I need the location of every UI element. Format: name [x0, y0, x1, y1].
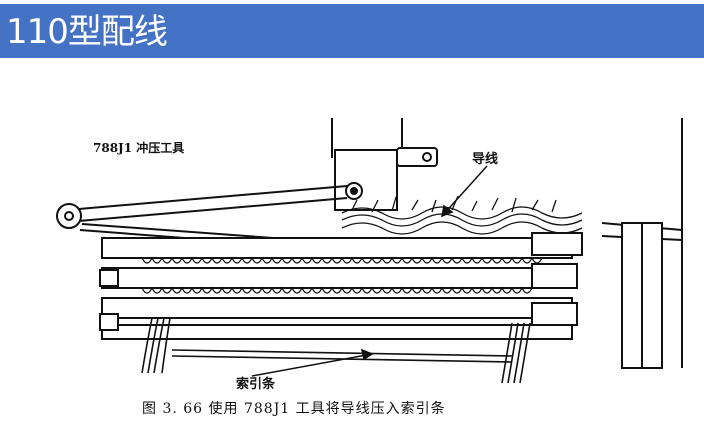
punch-tool-illustration: [56, 118, 683, 384]
tool-label: 788J1 冲压工具: [93, 141, 185, 155]
figure: 788J1 冲压工具 导线 索引条 图 3. 66 使用 788J1 工具将导线…: [42, 118, 688, 418]
slide-title: 110型配线: [6, 12, 168, 52]
title-bar: 110型配线: [0, 4, 704, 58]
wire-label: 导线: [472, 152, 499, 167]
figure-caption: 图 3. 66 使用 788J1 工具将导线压入索引条: [142, 401, 446, 417]
index-strip-label: 索引条: [236, 377, 276, 392]
